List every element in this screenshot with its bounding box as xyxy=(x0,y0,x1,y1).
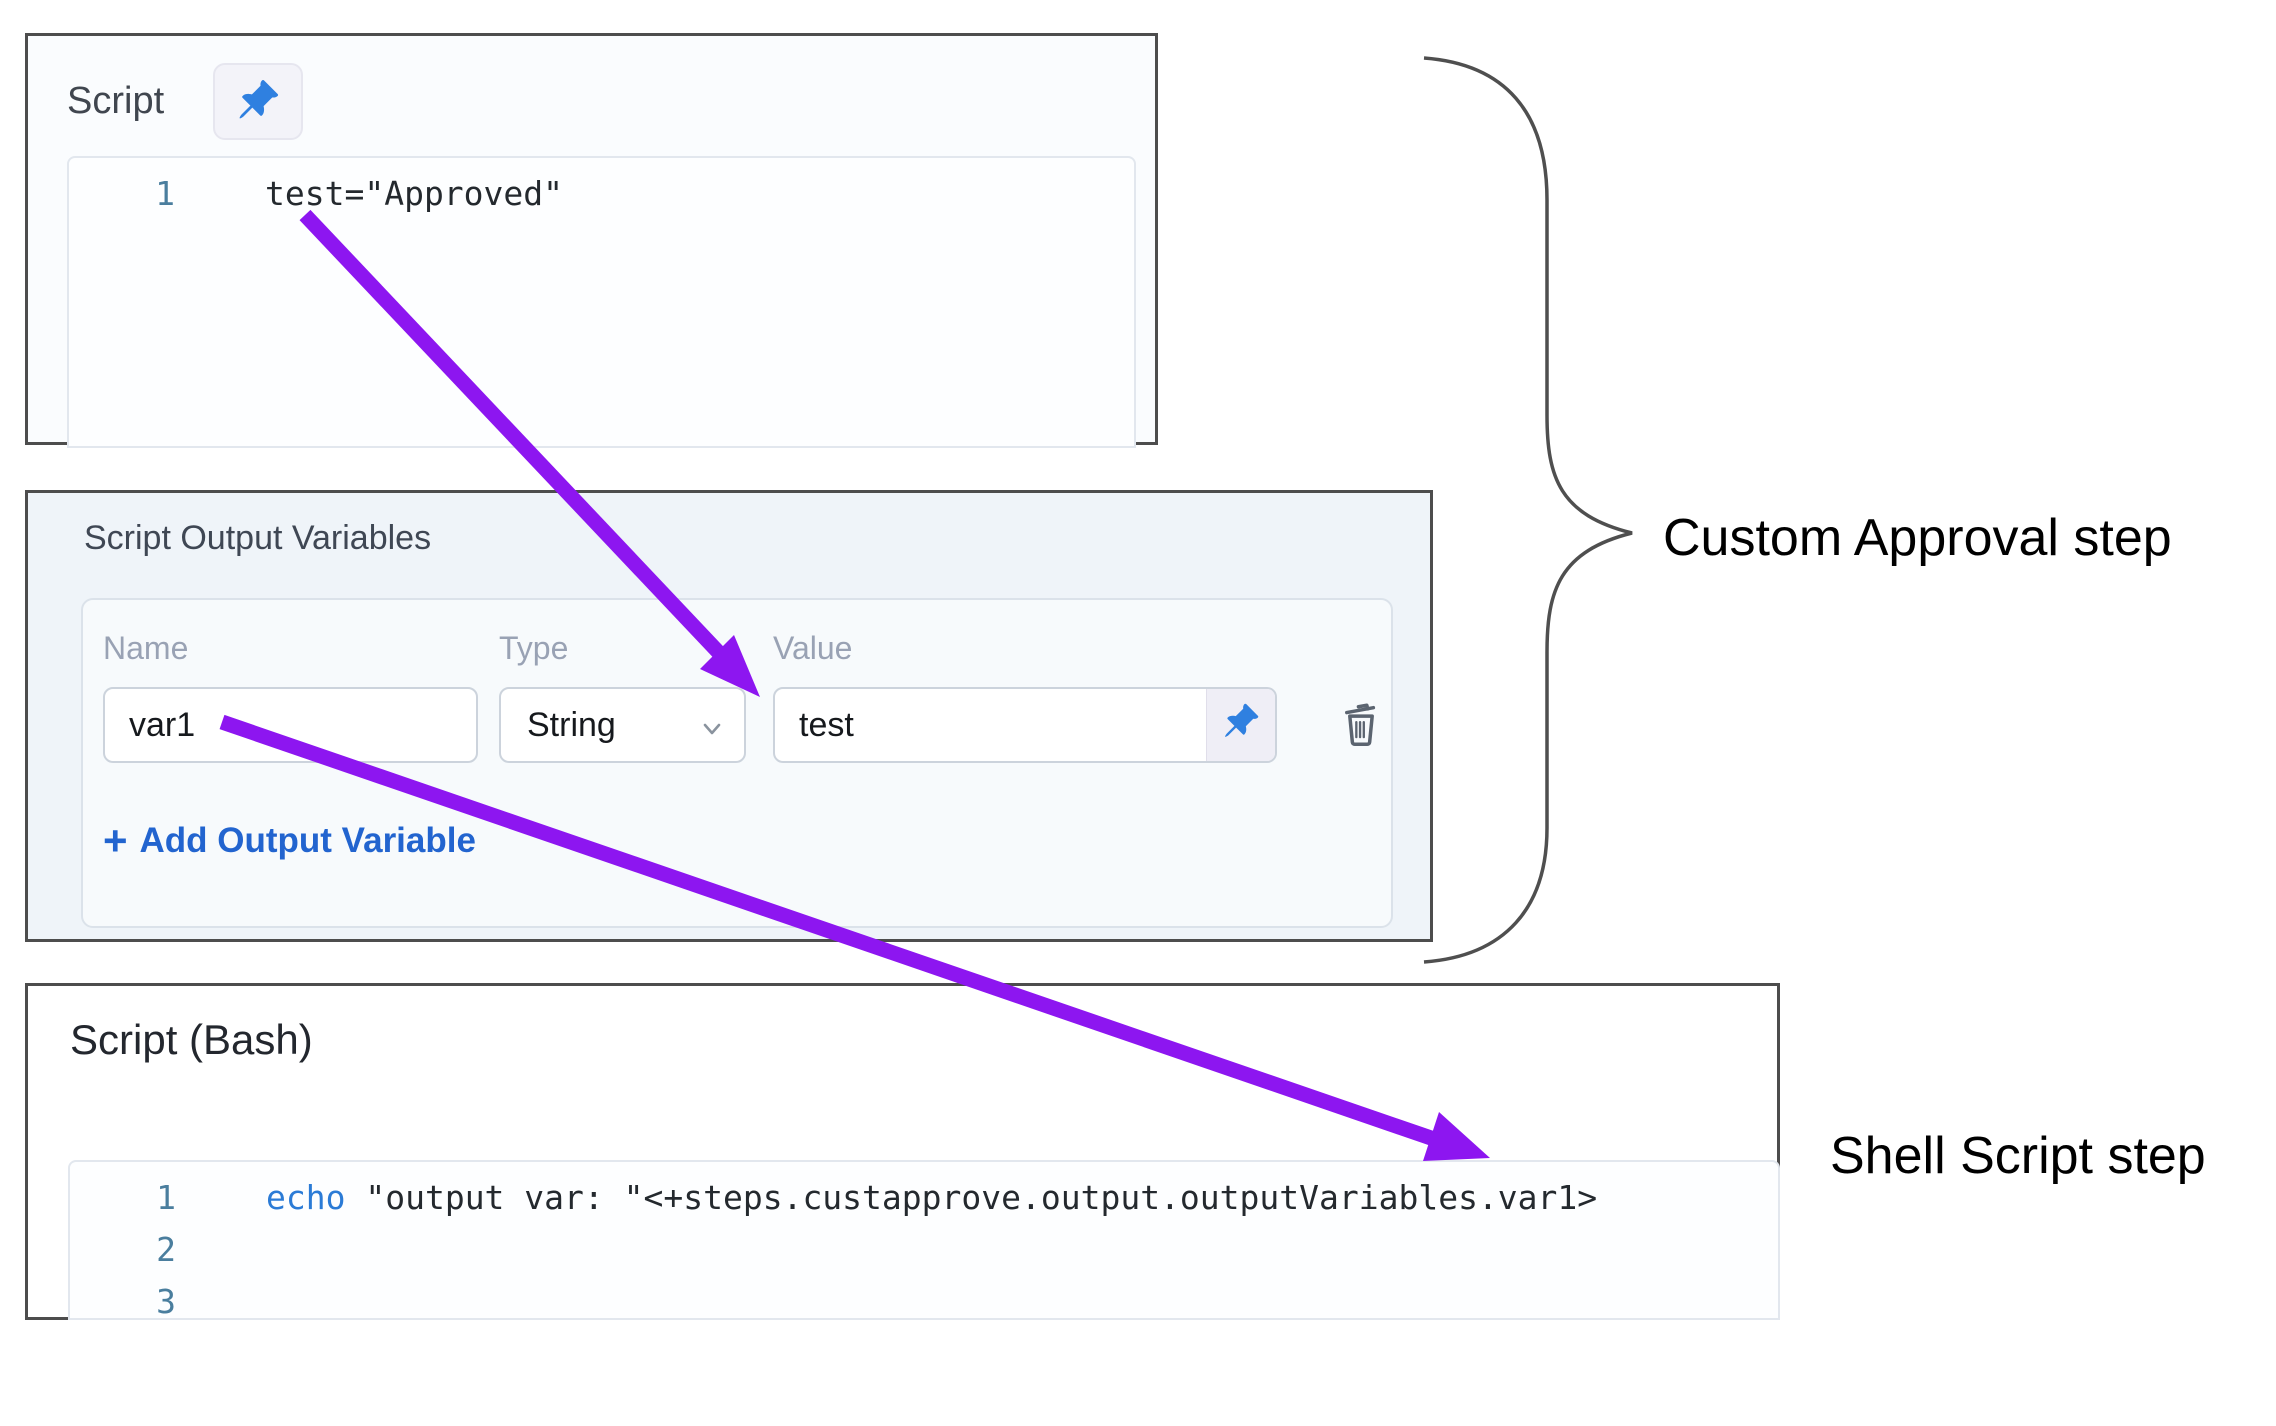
output-variables-panel: Script Output Variables Name Type Value … xyxy=(25,490,1433,942)
output-variables-card: Name Type Value var1 String test xyxy=(81,598,1393,928)
annotation-shell-script-step: Shell Script step xyxy=(1830,1127,2206,1185)
bash-script-panel: Script (Bash) 1 echo "output var: "<+ste… xyxy=(25,983,1780,1320)
variable-type-select[interactable]: String xyxy=(499,687,746,763)
code-text xyxy=(176,1276,266,1318)
line-number: 2 xyxy=(156,1230,176,1269)
pin-icon xyxy=(236,78,280,125)
echo-keyword: echo xyxy=(266,1178,346,1217)
delete-variable-button[interactable] xyxy=(1331,695,1391,755)
script-code-editor[interactable]: 1 test="Approved" xyxy=(67,156,1136,448)
variable-type-value: String xyxy=(527,705,616,744)
pin-icon xyxy=(1222,702,1260,749)
trash-icon xyxy=(1333,702,1389,755)
code-text: test="Approved" xyxy=(265,174,564,213)
value-pin-button[interactable] xyxy=(1206,689,1275,761)
code-line: 1 echo "output var: "<+steps.custapprove… xyxy=(70,1172,1778,1224)
line-number: 1 xyxy=(155,174,175,213)
variable-name-value: var1 xyxy=(129,705,196,744)
annotation-custom-approval-step: Custom Approval step xyxy=(1663,509,2172,567)
output-variables-title: Script Output Variables xyxy=(84,519,432,557)
pin-button[interactable] xyxy=(213,63,303,140)
type-column-label: Type xyxy=(499,630,569,666)
value-column-label: Value xyxy=(773,630,853,666)
line-number: 3 xyxy=(156,1282,176,1320)
code-rest: "output var: "<+steps.custapprove.output… xyxy=(345,1178,1598,1217)
curly-brace xyxy=(1423,56,1633,964)
chevron-down-icon xyxy=(698,713,726,752)
variable-value-text: test xyxy=(799,705,854,744)
add-output-variable-label: Add Output Variable xyxy=(139,821,476,860)
variable-value-input[interactable]: test xyxy=(773,687,1277,763)
code-line: 1 test="Approved" xyxy=(69,168,1134,220)
code-line: 3 xyxy=(70,1276,1778,1320)
script-panel-title: Script xyxy=(67,80,165,122)
add-output-variable-button[interactable]: + Add Output Variable xyxy=(103,818,476,864)
plus-icon: + xyxy=(103,817,128,864)
code-text: echo "output var: "<+steps.custapprove.o… xyxy=(176,1172,1597,1224)
code-text xyxy=(176,1224,266,1276)
bash-panel-title: Script (Bash) xyxy=(70,1016,313,1063)
line-number: 1 xyxy=(156,1178,176,1217)
name-column-label: Name xyxy=(103,630,189,666)
bash-code-editor[interactable]: 1 echo "output var: "<+steps.custapprove… xyxy=(68,1160,1780,1320)
script-panel: Script 1 test="Approved" xyxy=(25,33,1158,448)
code-line: 2 xyxy=(70,1224,1778,1276)
variable-name-input[interactable]: var1 xyxy=(103,687,478,763)
